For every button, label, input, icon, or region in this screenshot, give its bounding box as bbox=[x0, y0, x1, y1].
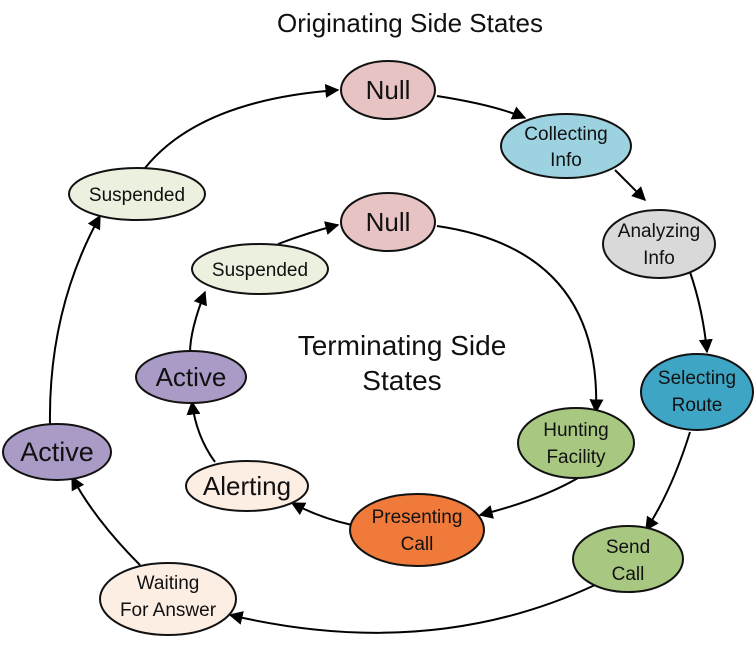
orig-waiting-label-2: For Answer bbox=[120, 600, 217, 621]
orig-active-node: Active bbox=[2, 423, 112, 481]
term-suspended-node: Suspended bbox=[191, 243, 329, 295]
orig-null-node: Null bbox=[340, 60, 436, 120]
arrow-term-null-to-hunting bbox=[436, 225, 604, 414]
arrow-term-active-to-suspended bbox=[189, 290, 207, 354]
arrow-orig-analyzing-to-selecting bbox=[689, 271, 713, 354]
orig-send-call-node: Send Call bbox=[572, 525, 684, 593]
arrow-orig-null-to-collecting bbox=[436, 95, 527, 120]
term-hunting-label-2: Facility bbox=[546, 447, 606, 468]
terminating-title-line1: Terminating Side bbox=[298, 330, 507, 361]
arrow-orig-active-to-suspended bbox=[48, 214, 101, 427]
arrow-term-hunting-to-presenting bbox=[478, 477, 579, 519]
orig-active-label: Active bbox=[20, 437, 94, 467]
orig-suspended-label: Suspended bbox=[89, 185, 185, 206]
orig-analyzing-info-node: Analyzing Info bbox=[602, 209, 716, 279]
term-alerting-node: Alerting bbox=[185, 460, 309, 512]
term-active-label: Active bbox=[156, 362, 227, 392]
arrow-orig-collecting-to-analyzing bbox=[614, 169, 646, 201]
term-null-label: Null bbox=[366, 207, 411, 237]
orig-send-label-2: Call bbox=[612, 564, 645, 585]
orig-waiting-label-1: Waiting bbox=[137, 573, 200, 594]
arrow-orig-selecting-to-send bbox=[645, 431, 691, 532]
arrow-orig-suspended-to-null bbox=[144, 83, 340, 169]
terminating-title-line2: States bbox=[362, 365, 441, 396]
term-suspended-label: Suspended bbox=[212, 260, 308, 281]
arrow-term-alerting-to-active bbox=[186, 400, 216, 463]
orig-collecting-label-1: Collecting bbox=[524, 124, 607, 145]
term-hunting-facility-node: Hunting Facility bbox=[517, 407, 635, 479]
term-null-node: Null bbox=[340, 192, 436, 252]
orig-send-label-1: Send bbox=[606, 537, 650, 558]
term-alerting-label: Alerting bbox=[203, 471, 291, 501]
originating-title: Originating Side States bbox=[277, 8, 543, 38]
term-presenting-call-node: Presenting Call bbox=[349, 493, 485, 567]
arrow-term-presenting-to-alerting bbox=[290, 502, 353, 526]
term-presenting-label-1: Presenting bbox=[372, 507, 463, 528]
term-hunting-label-1: Hunting bbox=[543, 420, 609, 441]
orig-waiting-for-answer-node: Waiting For Answer bbox=[99, 562, 237, 636]
arrow-orig-send-to-waiting bbox=[228, 584, 596, 634]
orig-analyzing-label-2: Info bbox=[643, 248, 675, 269]
orig-suspended-node: Suspended bbox=[68, 167, 206, 221]
orig-analyzing-label-1: Analyzing bbox=[618, 221, 700, 242]
orig-selecting-label-1: Selecting bbox=[658, 368, 736, 389]
orig-collecting-info-node: Collecting Info bbox=[500, 113, 632, 179]
orig-collecting-label-2: Info bbox=[550, 150, 582, 171]
arrow-orig-waiting-to-active bbox=[71, 475, 141, 566]
orig-selecting-route-node: Selecting Route bbox=[640, 353, 754, 431]
orig-selecting-label-2: Route bbox=[672, 395, 723, 416]
arrow-term-suspended-to-null bbox=[277, 221, 340, 245]
term-presenting-label-2: Call bbox=[401, 534, 434, 555]
orig-null-label: Null bbox=[366, 75, 411, 105]
term-active-node: Active bbox=[135, 350, 247, 404]
